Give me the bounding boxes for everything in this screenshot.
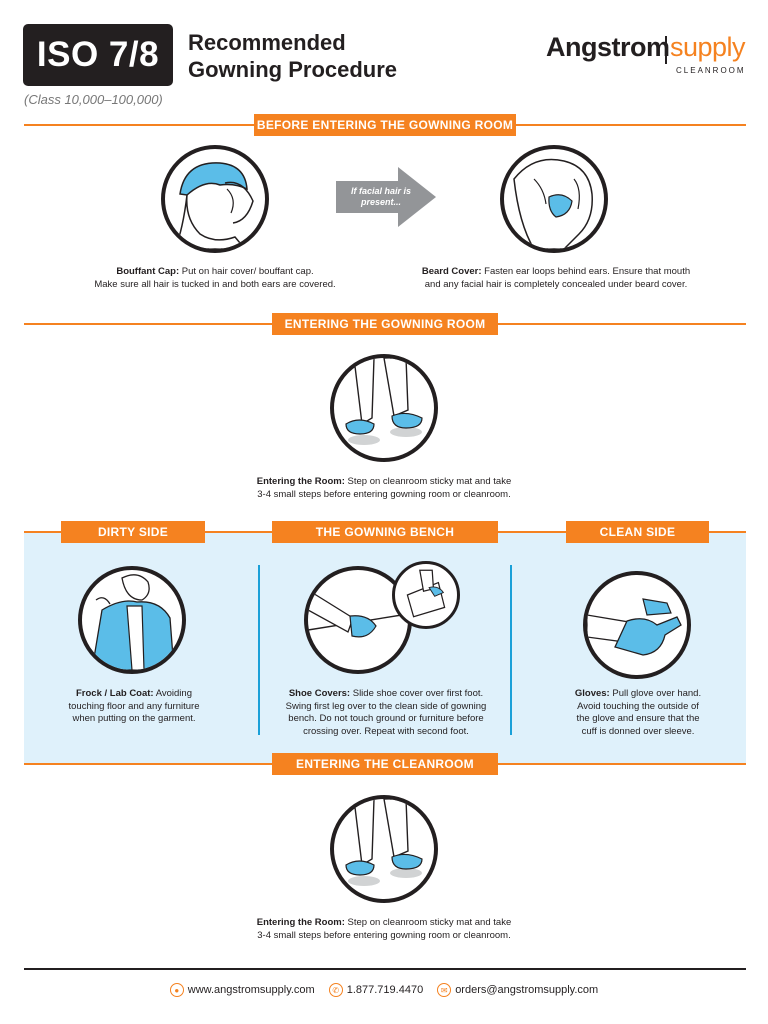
section-banner-entering-gowning: ENTERING THE GOWNING ROOM xyxy=(272,313,498,335)
shoe-covers-walking-illustration xyxy=(330,354,438,462)
arrow-label: If facial hair is present... xyxy=(350,186,412,207)
footer-rule xyxy=(24,968,746,970)
page-title: Recommended Gowning Procedure xyxy=(188,30,398,82)
website-link[interactable]: www.angstromsupply.com xyxy=(187,984,315,996)
globe-icon: ● xyxy=(169,983,184,997)
company-logo[interactable]: Angstrom supply CLEANROOM xyxy=(546,32,746,78)
footer-website[interactable]: ● www.angstromsupply.com xyxy=(169,983,315,997)
entering-room-caption: Entering the Room: Step on cleanroom sti… xyxy=(256,476,512,500)
bouffant-cap-illustration xyxy=(161,145,269,253)
column-divider xyxy=(510,565,512,735)
section-banner-gowning-bench: THE GOWNING BENCH xyxy=(272,521,498,543)
section-banner-clean-side: CLEAN SIDE xyxy=(566,521,709,543)
iso-badge: ISO 7/8 xyxy=(23,24,173,86)
cleanroom-walking-illustration xyxy=(330,795,438,903)
lab-coat-caption: Frock / Lab Coat: Avoiding touching floo… xyxy=(68,688,200,724)
section-banner-dirty-side: DIRTY SIDE xyxy=(61,521,205,543)
section-banner-entering-cleanroom: ENTERING THE CLEANROOM xyxy=(272,753,498,775)
email-icon: ✉ xyxy=(437,983,452,997)
logo-separator xyxy=(665,36,667,64)
shoe-covers-caption: Shoe Covers: Slide shoe cover over first… xyxy=(285,688,487,737)
shoe-cover-bench-illustration xyxy=(304,566,412,674)
logo-subtext: CLEANROOM xyxy=(676,66,746,75)
beard-cover-caption: Beard Cover: Fasten ear loops behind ear… xyxy=(421,266,691,290)
gloves-caption: Gloves: Pull glove over hand. Avoid touc… xyxy=(574,688,702,737)
phone-icon: ✆ xyxy=(328,983,343,997)
bench-crossover-inset-illustration xyxy=(392,561,460,629)
page-subtitle: (Class 10,000–100,000) xyxy=(24,92,163,107)
logo-brand-text: Angstrom xyxy=(546,32,670,62)
gloves-illustration xyxy=(583,571,691,679)
footer-phone[interactable]: ✆ 1.877.719.4470 xyxy=(328,983,424,997)
email-link[interactable]: orders@angstromsupply.com xyxy=(455,984,599,996)
footer-email[interactable]: ✉ orders@angstromsupply.com xyxy=(437,983,598,997)
column-divider xyxy=(258,565,260,735)
logo-brand-accent-text: supply xyxy=(670,32,746,62)
beard-cover-illustration xyxy=(500,145,608,253)
bouffant-cap-caption: Bouffant Cap: Put on hair cover/ bouffan… xyxy=(94,266,336,290)
conditional-arrow-icon xyxy=(336,167,436,227)
section-banner-before: BEFORE ENTERING THE GOWNING ROOM xyxy=(254,114,516,136)
lab-coat-illustration xyxy=(78,566,186,674)
entering-cleanroom-caption: Entering the Room: Step on cleanroom sti… xyxy=(256,917,512,941)
footer-contact: ● www.angstromsupply.com ✆ 1.877.719.447… xyxy=(0,983,768,997)
phone-number[interactable]: 1.877.719.4470 xyxy=(346,984,424,996)
